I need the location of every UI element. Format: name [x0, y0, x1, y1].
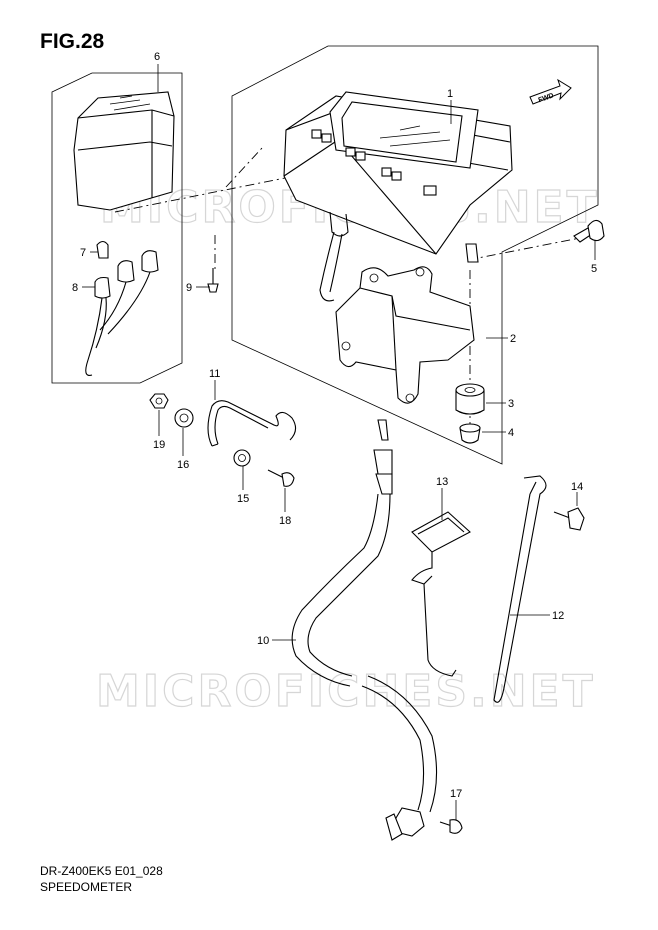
callout-18: 18	[279, 515, 291, 527]
speedometer-cable	[291, 419, 438, 841]
callout-13: 13	[436, 476, 448, 488]
speedometer-assembly	[283, 91, 513, 302]
leader-lines	[82, 64, 596, 820]
washer-16	[174, 408, 194, 428]
meter-cover	[73, 91, 175, 211]
section-name: SPEEDOMETER	[40, 880, 133, 894]
callout-3: 3	[508, 398, 514, 410]
cable-stay	[493, 475, 547, 703]
rubber-grommet	[455, 383, 485, 415]
callout-19: 19	[153, 439, 165, 451]
screw-18	[267, 469, 295, 487]
cable-clip	[411, 511, 471, 677]
callout-7: 7	[80, 247, 86, 259]
callout-14: 14	[571, 481, 583, 493]
callout-1: 1	[447, 88, 453, 100]
bolt-5	[573, 219, 605, 243]
callout-2: 2	[510, 333, 516, 345]
bulb	[96, 240, 109, 259]
fwd-arrow-icon: FWD	[529, 78, 572, 105]
bulb-socket-harness	[85, 250, 159, 376]
washer-15	[233, 449, 251, 467]
callout-17: 17	[450, 788, 462, 800]
screw-17	[439, 819, 463, 834]
callout-15: 15	[237, 493, 249, 505]
callout-5: 5	[591, 263, 597, 275]
nut-19	[149, 393, 169, 409]
callout-4: 4	[508, 427, 514, 439]
callout-labels: 1 2 3 4 5 6 7 8 9 10 11 12 13 14 15 16 1…	[72, 51, 597, 800]
callout-8: 8	[72, 282, 78, 294]
meter-bracket	[335, 266, 475, 404]
callout-11: 11	[209, 368, 220, 380]
model-code: DR-Z400EK5 E01_028	[40, 864, 163, 878]
spacer	[459, 423, 481, 444]
callout-16: 16	[177, 459, 189, 471]
callout-9: 9	[186, 282, 192, 294]
subassembly-box-main	[231, 45, 599, 465]
subassembly-box-left	[51, 72, 183, 384]
bolt-14	[553, 507, 585, 531]
callout-10: 10	[257, 635, 269, 647]
callout-12: 12	[552, 610, 564, 622]
wire-clamp	[207, 400, 297, 447]
watermark-bottom: MICROFICHES.NET	[96, 666, 596, 717]
screw-9	[207, 268, 219, 293]
figure-title: FIG.28	[40, 30, 105, 53]
callout-6: 6	[154, 51, 160, 63]
